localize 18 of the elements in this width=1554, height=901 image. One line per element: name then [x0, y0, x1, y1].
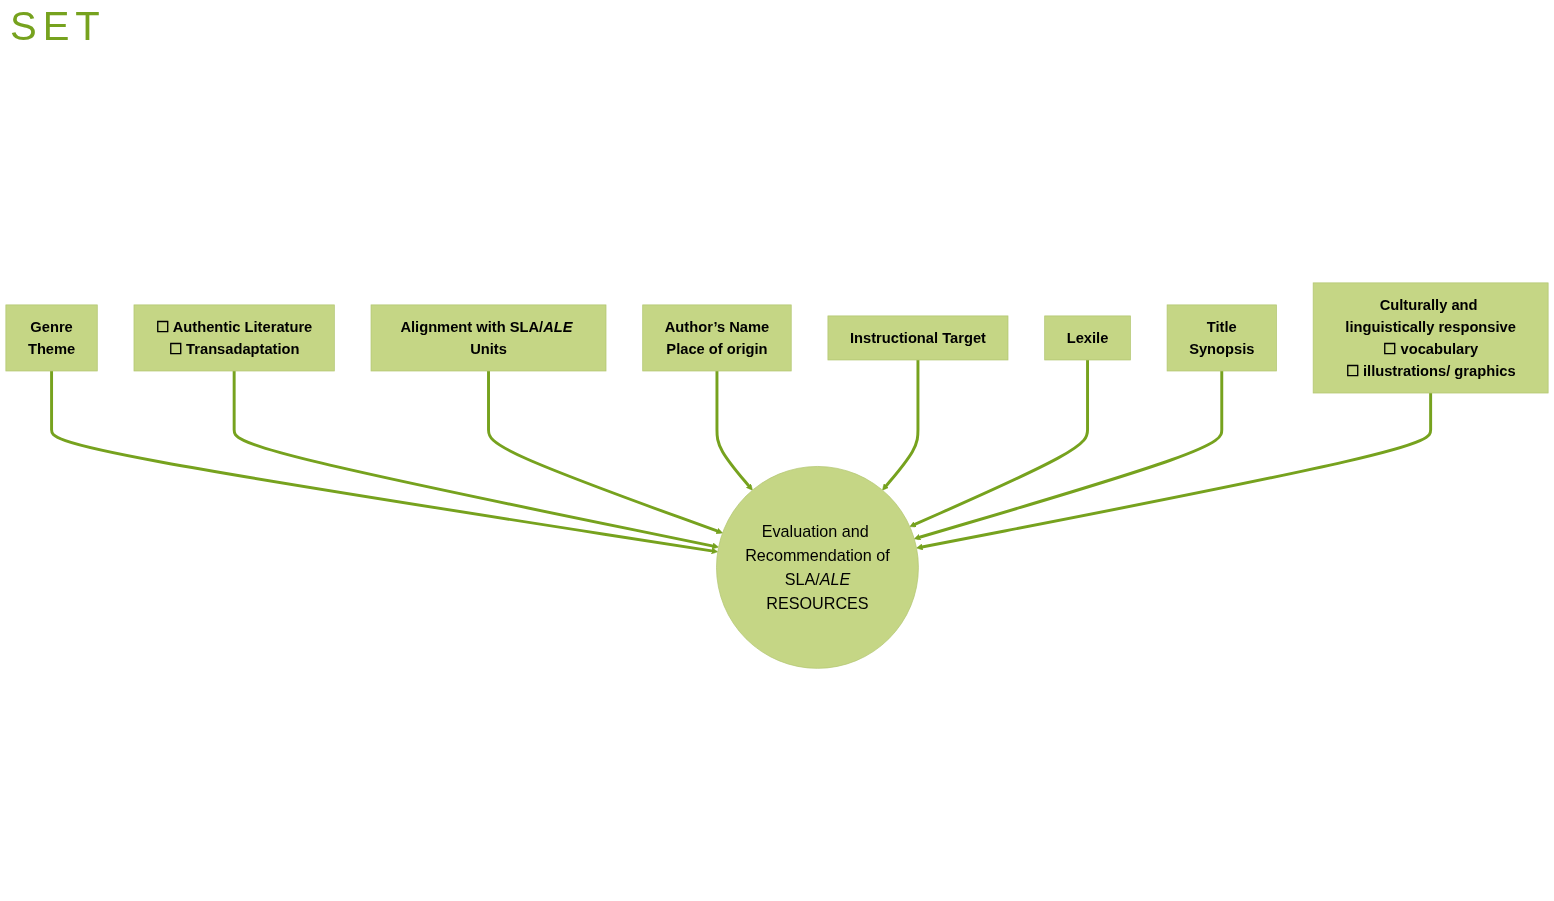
arrow — [909, 360, 1089, 528]
node-box: Genre Theme — [5, 304, 98, 372]
node-box: ☐ Authentic Literature ☐ Transadaptation — [133, 304, 335, 372]
arrow — [487, 371, 723, 535]
title: SET — [10, 4, 106, 49]
arrow — [715, 371, 753, 491]
arrow — [882, 360, 920, 491]
node-box: Instructional Target — [827, 315, 1009, 361]
node-box: Author’s Name Place of origin — [642, 304, 792, 372]
node-box: Alignment with SLA/ALE Units — [370, 304, 607, 372]
arrow — [916, 393, 1433, 551]
node-box: Lexile — [1044, 315, 1131, 361]
node-circle: Evaluation and Recommendation of SLA/ALE RESOURCES — [716, 466, 919, 670]
node-box: Title Synopsis — [1166, 304, 1277, 372]
arrow — [232, 371, 719, 550]
arrow — [914, 371, 1224, 541]
node-box: Culturally and linguistically responsive ☐ vocabulary ☐ illustrations/ graphics — [1312, 282, 1549, 394]
arrow — [50, 371, 718, 555]
